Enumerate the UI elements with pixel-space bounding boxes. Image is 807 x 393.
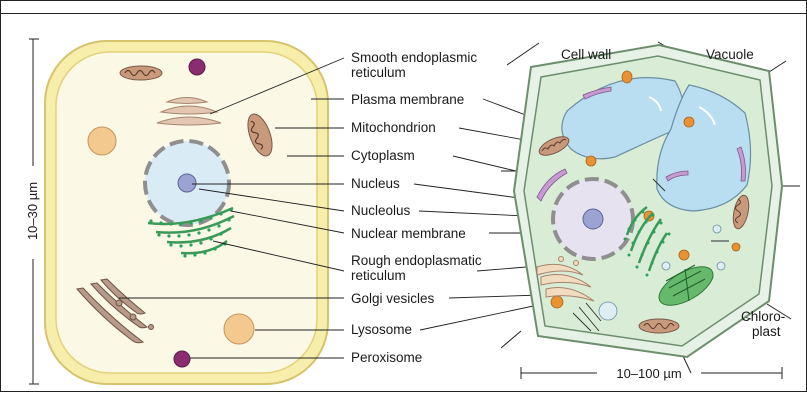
label-peroxisome: Peroxisome <box>351 350 422 365</box>
label-lysosome: Lysosome <box>351 322 412 337</box>
label-chloroplast-line1: Chloro- <box>741 309 785 324</box>
label-smooth-er-line2: reticulum <box>351 65 406 80</box>
label-plasma-membrane: Plasma membrane <box>351 92 464 107</box>
label-rough-er-line2: reticulum <box>351 268 406 283</box>
label-nucleolus: Nucleolus <box>351 203 411 218</box>
label-rough-er-line1: Rough endoplasmatic <box>351 253 482 268</box>
label-golgi: Golgi vesicles <box>351 291 435 306</box>
label-vacuole: Vacuole <box>706 47 754 62</box>
label-cytoplasm: Cytoplasm <box>351 148 415 163</box>
animal-peroxisome-bottom <box>174 351 190 367</box>
plant-nucleolus <box>583 209 603 229</box>
animal-mitochondrion-top <box>120 66 162 80</box>
label-nucleus: Nucleus <box>351 176 400 191</box>
label-mitochondrion: Mitochondrion <box>351 120 436 135</box>
label-smooth-er-line1: Smooth endoplasmic <box>351 50 477 65</box>
animal-scale-label: 10–30 µm <box>25 182 40 240</box>
animal-lysosome-left <box>88 127 116 155</box>
label-nuclear-membrane: Nuclear membrane <box>351 226 466 241</box>
animal-lysosome-bottom <box>224 314 254 344</box>
plant-scale-label: 10–100 µm <box>616 366 681 381</box>
animal-peroxisome-top <box>189 59 205 75</box>
label-cell-wall: Cell wall <box>561 47 611 62</box>
animal-cell <box>45 41 328 384</box>
label-chloroplast-line2: plast <box>752 324 781 339</box>
animal-nucleolus <box>178 174 196 192</box>
